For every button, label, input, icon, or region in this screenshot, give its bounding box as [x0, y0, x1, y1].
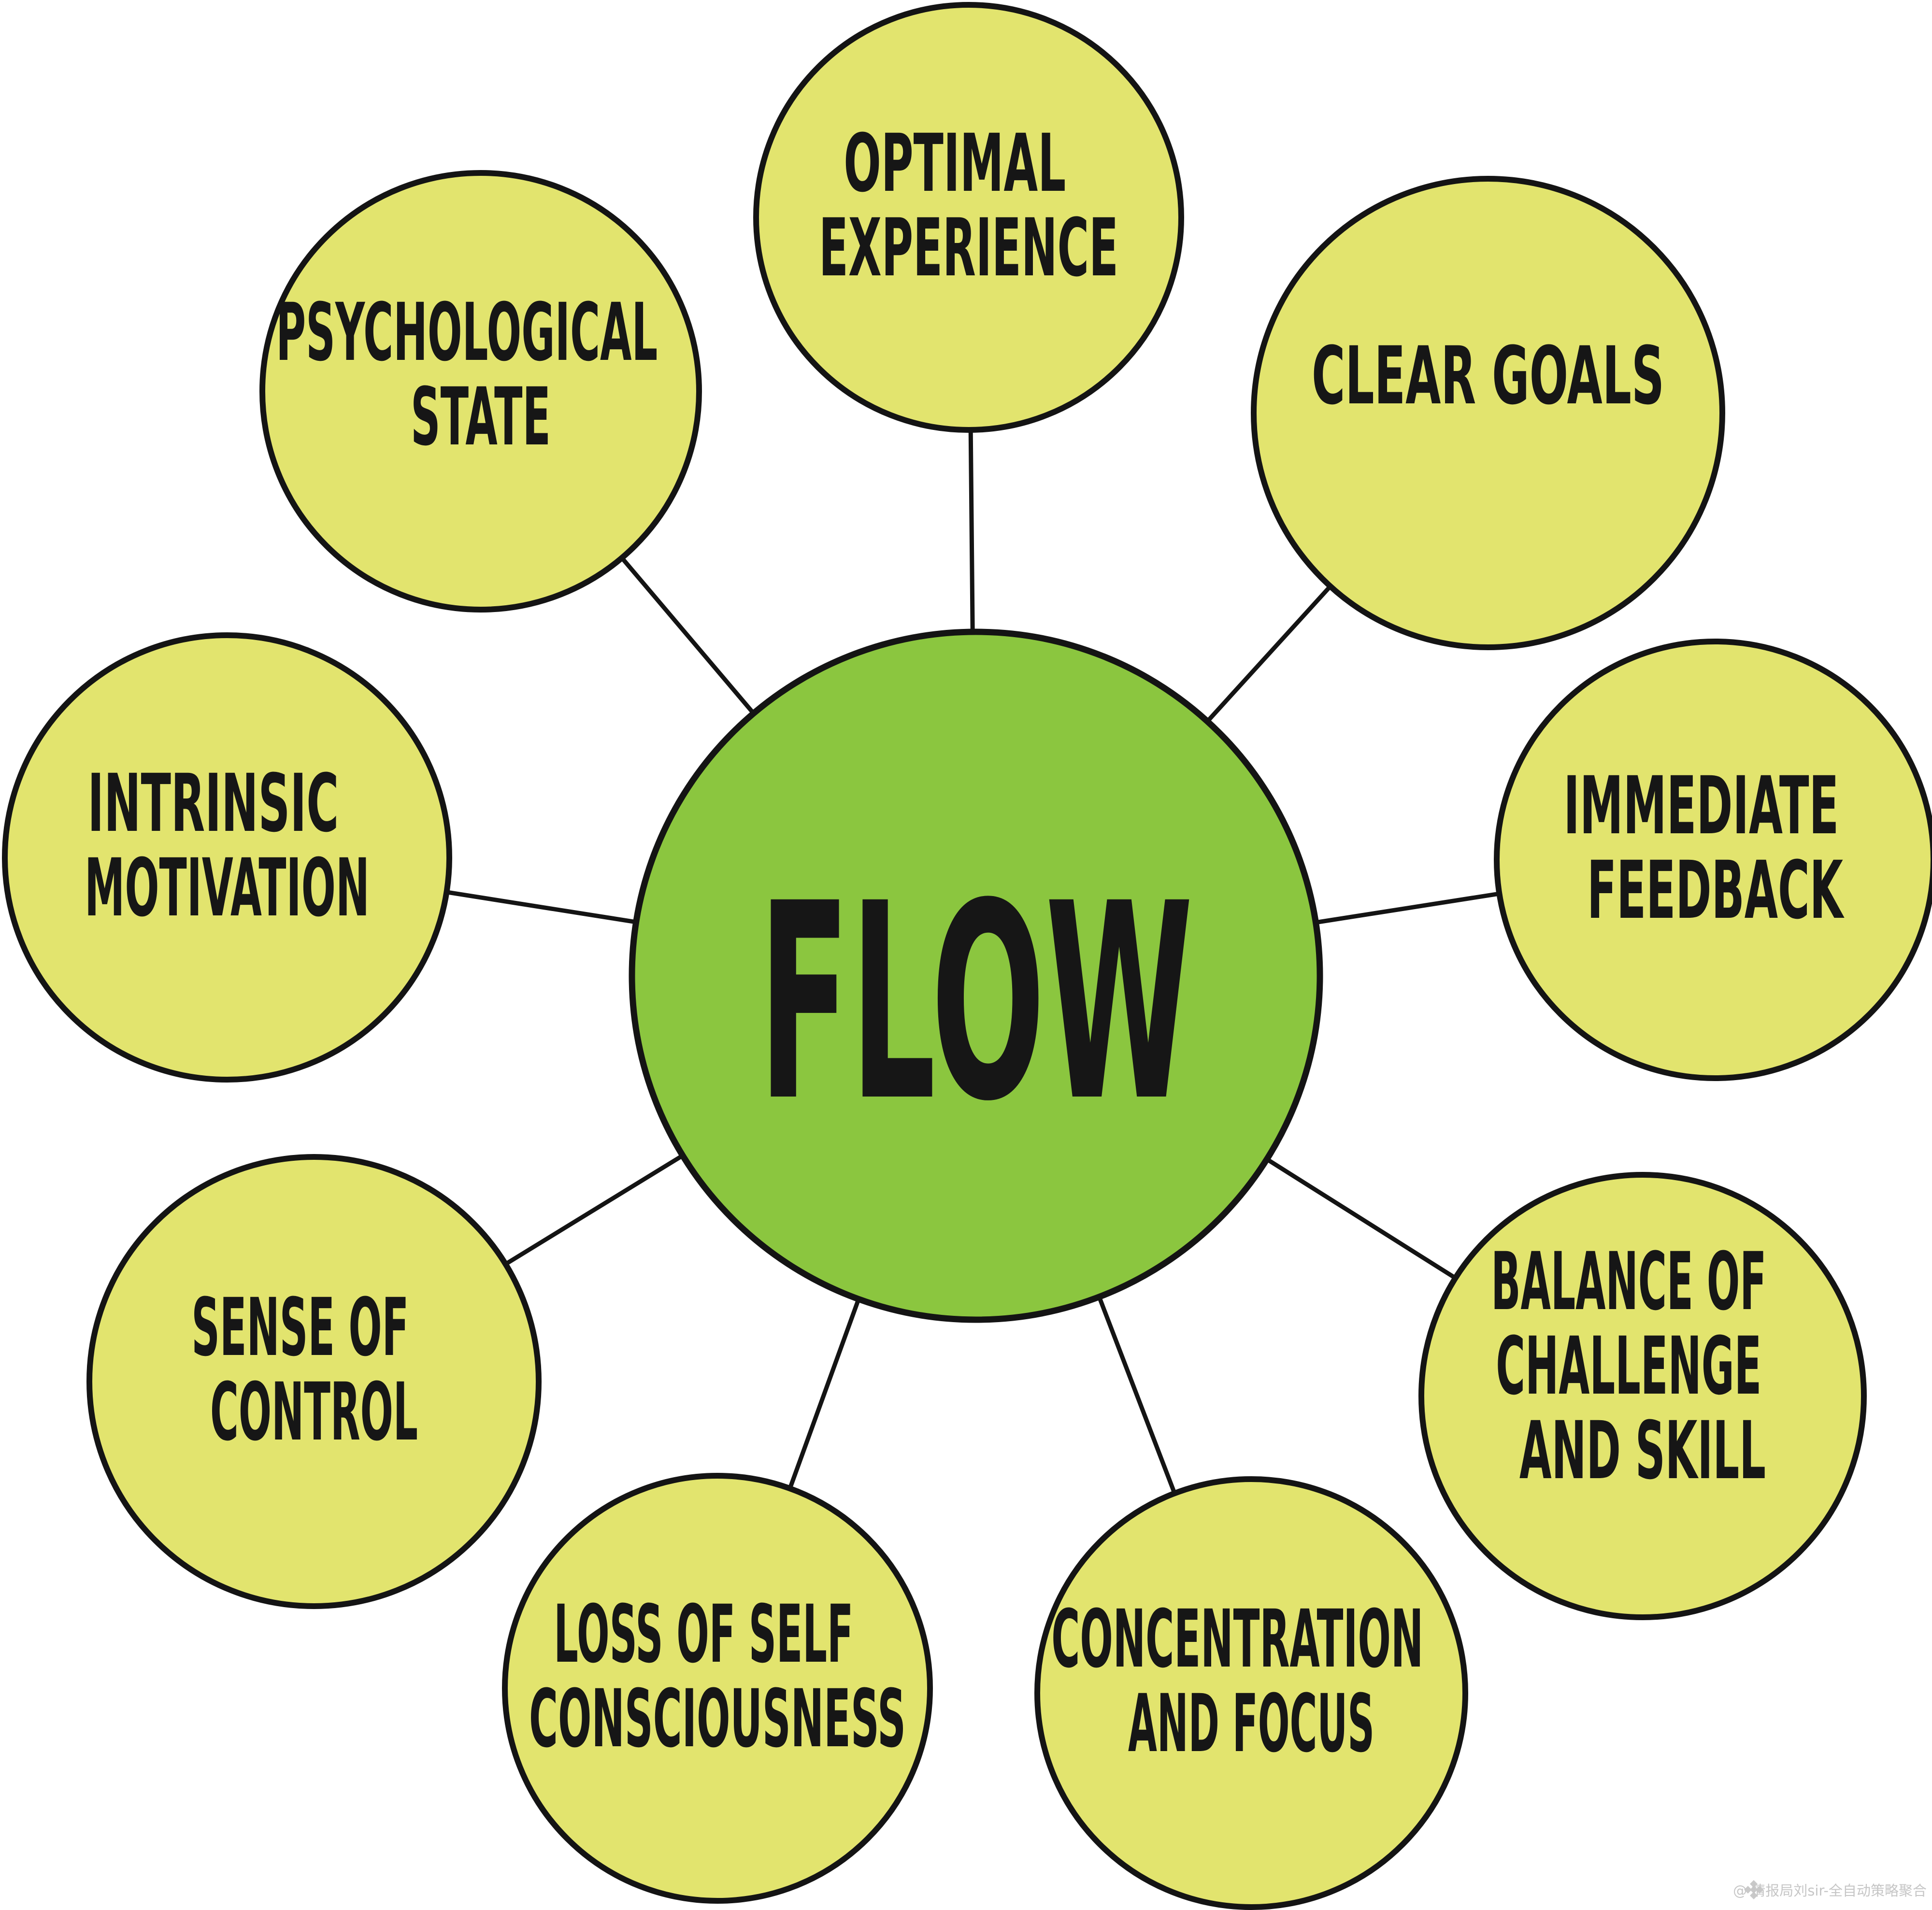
- node-label-line: AND FOCUS: [1128, 1677, 1374, 1770]
- node-label-line: INTRINSIC: [87, 757, 339, 850]
- node-clear-goals: CLEAR GOALS: [1251, 176, 1725, 650]
- node-label-line: CONTROL: [210, 1366, 418, 1458]
- node-circle: [2, 632, 452, 1083]
- center-label: FLOW: [758, 846, 1193, 1161]
- node-label-line: EXPERIENCE: [819, 201, 1118, 294]
- node-label-line: CONSCIOUSNESS: [529, 1672, 906, 1765]
- node-label-line: AND SKILL: [1519, 1404, 1766, 1497]
- node-label-line: CLEAR GOALS: [1312, 329, 1664, 422]
- node-label-line: CHALLENGE: [1496, 1320, 1761, 1412]
- node-label-line: FEEDBACK: [1587, 844, 1845, 937]
- node-optimal-experience: OPTIMAL EXPERIENCE: [753, 2, 1184, 433]
- node-label-line: STATE: [411, 371, 551, 463]
- node-circle: [1251, 176, 1725, 650]
- watermark-text: @ 情报局刘sir-全自动策略聚合: [1733, 1882, 1927, 1899]
- node-circle: [753, 2, 1184, 433]
- node-loss-of-self-consciousness: LOSS OF SELF CONSCIOUSNESS: [502, 1473, 933, 1904]
- node-label: OPTIMAL EXPERIENCE: [819, 117, 1118, 294]
- node-balance-of-challenge-and-skill: BALANCE OF CHALLENGE AND SKILL: [1418, 1172, 1867, 1620]
- node-intrinsic-motivation: INTRINSIC MOTIVATION: [2, 632, 452, 1083]
- node-circle: [502, 1473, 933, 1904]
- node-immediate-feedback: IMMEDIATE FEEDBACK: [1494, 639, 1932, 1081]
- node-label: BALANCE OF CHALLENGE AND SKILL: [1491, 1235, 1794, 1497]
- node-circle: [86, 1154, 542, 1609]
- node-concentration-and-focus: CONCENTRATION AND FOCUS: [1034, 1476, 1468, 1910]
- node-label-line: MOTIVATION: [85, 841, 370, 934]
- node-label-line: PSYCHOLOGICAL: [276, 286, 658, 379]
- center-circle: [629, 628, 1323, 1323]
- node-flow-center: FLOW: [629, 628, 1323, 1323]
- node-label-line: CONCENTRATION: [1051, 1593, 1423, 1685]
- diamond-cluster-logo-icon: [1744, 1880, 1763, 1899]
- node-label: IMMEDIATE FEEDBACK: [1563, 759, 1866, 937]
- node-circle: [1494, 639, 1932, 1081]
- node-label: LOSS OF SELF CONSCIOUSNESS: [529, 1588, 906, 1765]
- node-label: PSYCHOLOGICAL STATE: [276, 286, 685, 463]
- node-label-line: OPTIMAL: [844, 117, 1066, 210]
- node-label-line: BALANCE OF: [1491, 1235, 1766, 1328]
- node-label: SENSE OF CONTROL: [191, 1281, 436, 1458]
- node-label-line: SENSE OF: [191, 1281, 409, 1374]
- node-label: CLEAR GOALS: [1312, 329, 1664, 422]
- node-label-line: LOSS OF SELF: [554, 1588, 853, 1681]
- node-psychological-state: PSYCHOLOGICAL STATE: [259, 170, 702, 613]
- node-sense-of-control: SENSE OF CONTROL: [86, 1154, 542, 1609]
- node-label: CONCENTRATION AND FOCUS: [1051, 1593, 1451, 1770]
- node-circle: [1034, 1476, 1468, 1910]
- node-label-line: IMMEDIATE: [1563, 759, 1839, 852]
- node-circle: [1418, 1172, 1867, 1620]
- node-circle: [259, 170, 702, 613]
- node-label: INTRINSIC MOTIVATION: [85, 757, 370, 934]
- watermark: @ 情报局刘sir-全自动策略聚合: [1733, 1880, 1927, 1899]
